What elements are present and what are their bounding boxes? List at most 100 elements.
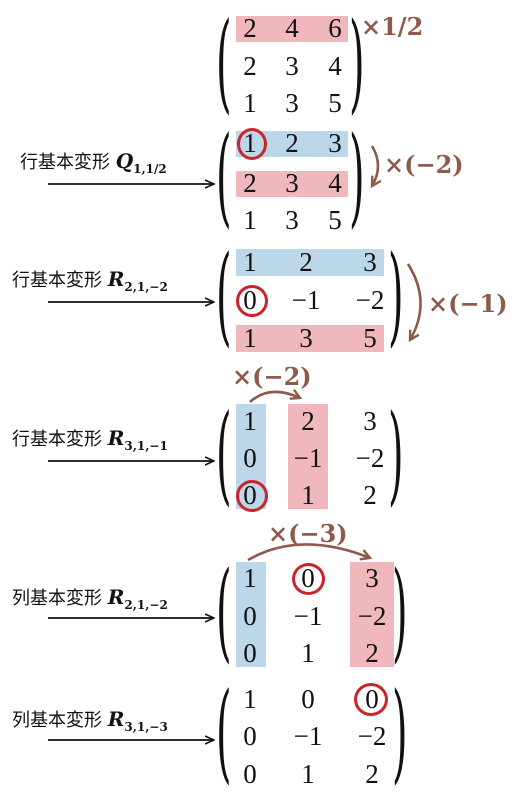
- matrix-3-cell: −2: [355, 443, 385, 473]
- step-subscript: 3,1,−3: [124, 720, 168, 734]
- step-5-label: 列基本変形 R3,1,−3: [12, 706, 168, 734]
- matrix-0-cell: 1: [243, 88, 257, 118]
- step-subscript: 3,1,−1: [124, 439, 168, 453]
- pivot-circle: [237, 128, 267, 160]
- step-symbol: R: [107, 267, 125, 291]
- step-4-label: 列基本変形 R2,1,−2: [12, 584, 168, 612]
- step-subscript: 1,1/2: [133, 162, 167, 176]
- matrix-1-cell: 2: [285, 128, 299, 158]
- step-kind: 行基本変形: [12, 270, 102, 291]
- step-symbol: Q: [115, 149, 134, 173]
- matrix-3-col-2-highlight: [288, 404, 328, 509]
- step-kind: 列基本変形: [12, 588, 102, 609]
- matrix-4-cell: −1: [293, 601, 323, 631]
- matrix-1-cell: 4: [328, 168, 342, 198]
- matrix-5-cell: 0: [243, 759, 257, 789]
- matrix-4-cell: 0: [243, 601, 257, 631]
- matrix-2-cell: 3: [299, 323, 313, 353]
- matrix-4-left-paren: (: [216, 550, 232, 676]
- matrix-5-cell: 2: [365, 759, 379, 789]
- matrix-5-cell: 0: [243, 721, 257, 751]
- step-kind: 行基本変形: [12, 429, 102, 450]
- matrix-4-cell: 1: [243, 563, 257, 593]
- step-kind: 列基本変形: [12, 710, 102, 731]
- step-1-label: 行基本変形 Q1,1/2: [20, 148, 167, 176]
- row-op-2-arrow: [406, 263, 422, 340]
- matrix-1-row-2-highlight: [236, 171, 348, 197]
- matrix-3-right-paren: ): [388, 393, 404, 519]
- matrix-2-left-paren: (: [216, 234, 232, 360]
- matrix-0-cell: 2: [243, 51, 257, 81]
- matrix-5-cell: −2: [357, 721, 387, 751]
- matrix-4-cell: 3: [365, 563, 379, 593]
- matrix-3-left-paren: (: [216, 393, 232, 519]
- matrix-5-cell: 1: [243, 684, 257, 714]
- matrix-0-cell: 4: [328, 51, 342, 81]
- matrix-5-right-paren: ): [392, 671, 408, 797]
- pivot-circle: [236, 480, 268, 512]
- step-symbol: R: [107, 707, 125, 731]
- step-3-label: 行基本変形 R3,1,−1: [12, 425, 168, 453]
- pivot-circle: [354, 683, 388, 716]
- matrix-3-cell: 1: [243, 406, 257, 436]
- matrix-0-cell: 3: [285, 88, 299, 118]
- matrix-1-left-paren: (: [216, 115, 232, 241]
- matrix-0-cell: 6: [328, 13, 342, 43]
- matrix-3-cell: 1: [301, 480, 315, 510]
- matrix-2-cell: −2: [355, 285, 385, 315]
- matrix-2-row-3-highlight: [236, 325, 384, 352]
- matrix-1-cell: 3: [285, 168, 299, 198]
- matrix-1-cell: 3: [328, 128, 342, 158]
- matrix-2-right-paren: ): [388, 234, 404, 360]
- matrix-5-left-paren: (: [216, 671, 232, 797]
- matrix-5-cell: 1: [301, 759, 315, 789]
- pivot-circle: [292, 563, 325, 595]
- step-subscript: 2,1,−2: [124, 280, 168, 294]
- matrix-2-cell: 2: [299, 247, 313, 277]
- matrix-1-cell: 3: [285, 205, 299, 235]
- matrix-1-cell: 1: [243, 205, 257, 235]
- col-op-2-annotation: ×(−3): [268, 519, 348, 548]
- matrix-4-cell: 1: [301, 638, 315, 668]
- matrix-0-left-paren: (: [216, 1, 232, 127]
- matrix-3-cell: 2: [363, 480, 377, 510]
- pivot-circle: [236, 285, 268, 317]
- matrix-4-cell: 2: [365, 638, 379, 668]
- matrix-2-cell: 1: [243, 323, 257, 353]
- step-symbol: R: [107, 426, 125, 450]
- scale-row-1-annotation: ×1/2: [361, 12, 424, 41]
- col-op-2-arrow: [247, 543, 370, 562]
- step-symbol: R: [107, 585, 125, 609]
- matrix-2-cell: −1: [291, 285, 321, 315]
- step-kind: 行基本変形: [20, 152, 110, 173]
- step-subscript: 2,1,−2: [124, 598, 168, 612]
- matrix-5-cell: 0: [301, 684, 315, 714]
- matrix-2-row-1-highlight: [236, 249, 384, 276]
- matrix-0-right-paren: ): [349, 1, 365, 127]
- matrix-4-cell: −2: [357, 601, 387, 631]
- matrix-0-cell: 3: [285, 51, 299, 81]
- row-op-2-annotation: ×(−1): [428, 289, 508, 318]
- matrix-3-cell: 3: [363, 406, 377, 436]
- row-op-1-annotation: ×(−2): [384, 150, 464, 179]
- col-op-1-arrow: [249, 392, 300, 403]
- matrix-2-cell: 5: [363, 323, 377, 353]
- matrix-1-cell: 2: [243, 168, 257, 198]
- matrix-4-cell: 0: [243, 638, 257, 668]
- col-op-1-annotation: ×(−2): [232, 362, 312, 391]
- row-op-1-arrow: [372, 145, 378, 186]
- matrix-0-cell: 2: [243, 13, 257, 43]
- matrix-2-cell: 1: [243, 247, 257, 277]
- matrix-3-cell: 0: [243, 443, 257, 473]
- matrix-3-cell: 2: [301, 406, 315, 436]
- matrix-3-cell: −1: [293, 443, 323, 473]
- matrix-4-right-paren: ): [392, 550, 408, 676]
- matrix-0-cell: 5: [328, 88, 342, 118]
- matrix-1-cell: 5: [328, 205, 342, 235]
- matrix-1-right-paren: ): [349, 115, 365, 241]
- matrix-0-cell: 4: [285, 13, 299, 43]
- step-2-label: 行基本変形 R2,1,−2: [12, 266, 168, 294]
- matrix-5-cell: −1: [293, 721, 323, 751]
- matrix-0-row-1-highlight: [236, 16, 348, 42]
